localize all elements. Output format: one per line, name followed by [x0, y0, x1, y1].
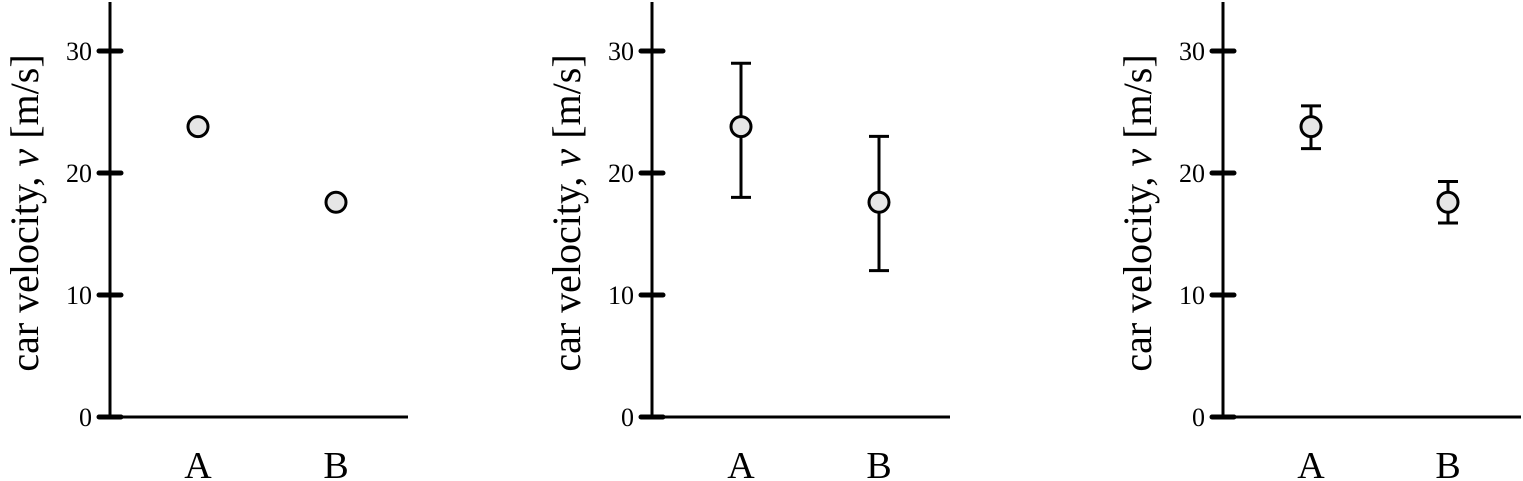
y-tick-label: 10 — [608, 281, 634, 310]
y-tick-label: 30 — [608, 37, 634, 66]
x-category-label: B — [1435, 445, 1460, 481]
data-point-b — [867, 190, 891, 214]
y-axis-title-variable: v — [1115, 149, 1160, 167]
x-category-label: A — [727, 445, 755, 481]
x-category-label: B — [866, 445, 891, 481]
y-tick-label: 30 — [66, 37, 92, 66]
y-axis-title-variable: v — [2, 149, 47, 167]
y-axis-title-variable: v — [544, 149, 589, 167]
data-point-a — [1299, 115, 1323, 139]
y-axis-title-text: car velocity, — [1115, 167, 1160, 372]
y-axis-title-unit: [m/s] — [544, 54, 589, 148]
y-tick-label: 30 — [1179, 37, 1205, 66]
y-axis-title-unit: [m/s] — [1115, 54, 1160, 148]
data-point-b — [1436, 190, 1460, 214]
y-axis-title-unit: [m/s] — [2, 54, 47, 148]
data-point-a — [186, 115, 210, 139]
x-category-label: A — [184, 445, 212, 481]
y-tick-label: 20 — [66, 159, 92, 188]
x-category-label: B — [323, 445, 348, 481]
x-category-label: A — [1297, 445, 1325, 481]
y-axis-title: car velocity, v [m/s] — [1115, 54, 1160, 371]
y-tick-label: 20 — [608, 159, 634, 188]
y-tick-label: 10 — [1179, 281, 1205, 310]
y-tick-label: 10 — [66, 281, 92, 310]
y-axis-title: car velocity, v [m/s] — [2, 54, 47, 371]
y-axis-title-text: car velocity, — [2, 167, 47, 372]
data-point-b — [324, 190, 348, 214]
y-tick-label: 20 — [1179, 159, 1205, 188]
y-tick-label: 0 — [79, 403, 92, 432]
y-axis-title: car velocity, v [m/s] — [544, 54, 589, 371]
y-tick-label: 0 — [621, 403, 634, 432]
data-point-a — [729, 115, 753, 139]
y-axis-title-text: car velocity, — [544, 167, 589, 372]
y-tick-label: 0 — [1192, 403, 1205, 432]
